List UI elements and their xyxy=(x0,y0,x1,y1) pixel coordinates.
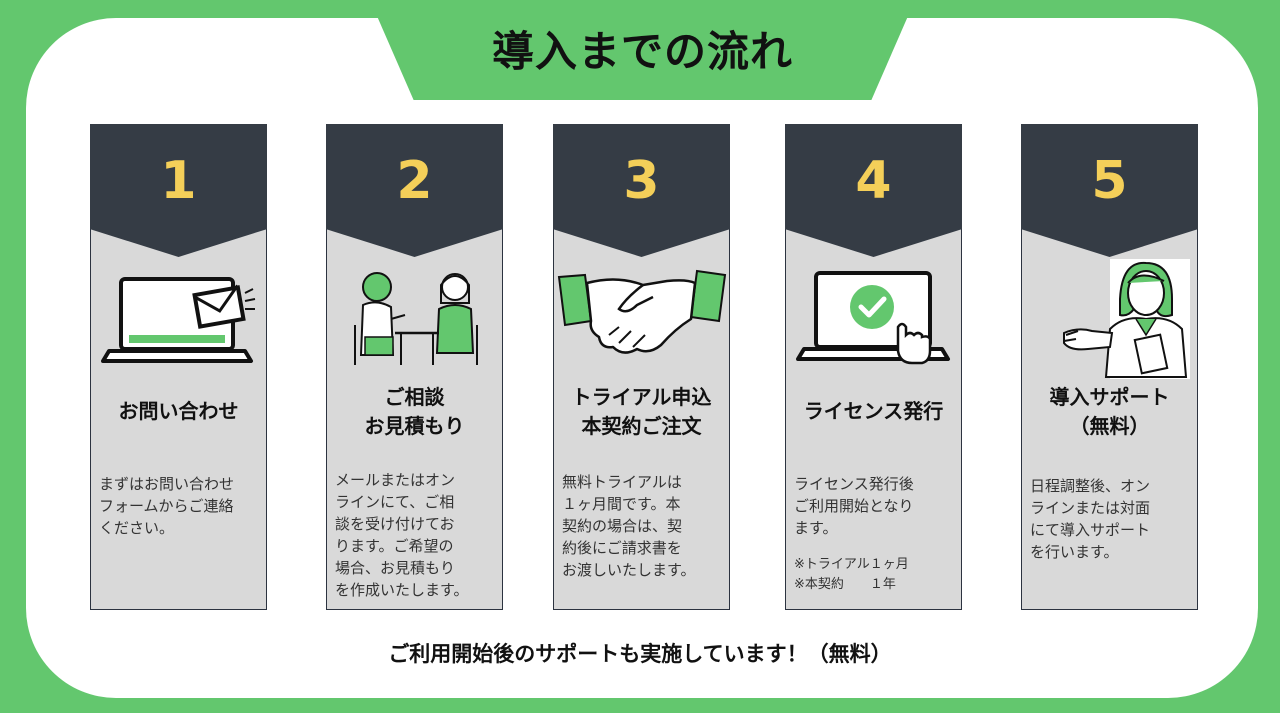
laptop-check-icon xyxy=(786,265,961,385)
step-description: 日程調整後、オン ラインまたは対面 にて導入サポート を行います。 xyxy=(1030,477,1151,561)
step-header xyxy=(1021,124,1198,257)
step-notes: ※トライアル１ヶ月 ※本契約 １年 xyxy=(794,557,909,592)
page-title: 導入までの流れ xyxy=(491,27,793,76)
handshake-icon xyxy=(554,265,729,385)
step-header xyxy=(326,124,503,257)
step-description: ライセンス発行後 ご利用開始となり ます。 xyxy=(794,475,914,537)
step-title: ライセンス発行 xyxy=(803,399,944,423)
step-title: トライアル申込 本契約ご注文 xyxy=(571,385,712,438)
step-card-2: 2 ご相談 お見積もり メールまたはオン ラインにて、ご相 談を受け付けてお り… xyxy=(326,124,503,610)
step-number: 5 xyxy=(1091,151,1128,211)
step-number: 1 xyxy=(160,151,197,211)
step-number: 2 xyxy=(396,151,433,211)
footer-message: ご利用開始後のサポートも実施しています！（無料） xyxy=(388,642,892,666)
step-number: 3 xyxy=(623,151,660,211)
step-card-5: 5 導入サポート （無料） 日程調整後、オン ラインまたは対面 にて導入サポート… xyxy=(1021,124,1198,610)
step-card-4: 4 ライセンス発行 ライセンス発行後 ご利用開始となり ます。 ※トライアル１ヶ… xyxy=(785,124,962,610)
step-description: メールまたはオン ラインにて、ご相 談を受け付けてお ります。ご希望の 場合、お… xyxy=(335,471,469,599)
step-title: 導入サポート （無料） xyxy=(1049,385,1170,438)
step-header xyxy=(785,124,962,257)
step-description: 無料トライアルは １ヶ月間です。本 契約の場合は、契 約後にご請求書を お渡しい… xyxy=(562,473,696,579)
step-card-3: 3 トライアル申込 本契約ご注文 無料トライアルは １ヶ月間です。本 契約の場合… xyxy=(553,124,730,610)
title-tab xyxy=(370,0,915,100)
step-number: 4 xyxy=(855,151,892,211)
step-description: まずはお問い合わせ フォームからご連絡 ください。 xyxy=(99,475,235,537)
step-title: お問い合わせ xyxy=(118,399,239,423)
step-header xyxy=(553,124,730,257)
step-card-1: 1 お問い合わせ まずはお問い合わせ フォームからご連絡 ください。 xyxy=(90,124,267,610)
consultation-people-icon xyxy=(327,265,502,385)
step-title: ご相談 お見積もり xyxy=(364,385,465,438)
step-header xyxy=(90,124,267,257)
laptop-mail-icon xyxy=(91,265,266,385)
support-person-icon xyxy=(1022,259,1197,379)
